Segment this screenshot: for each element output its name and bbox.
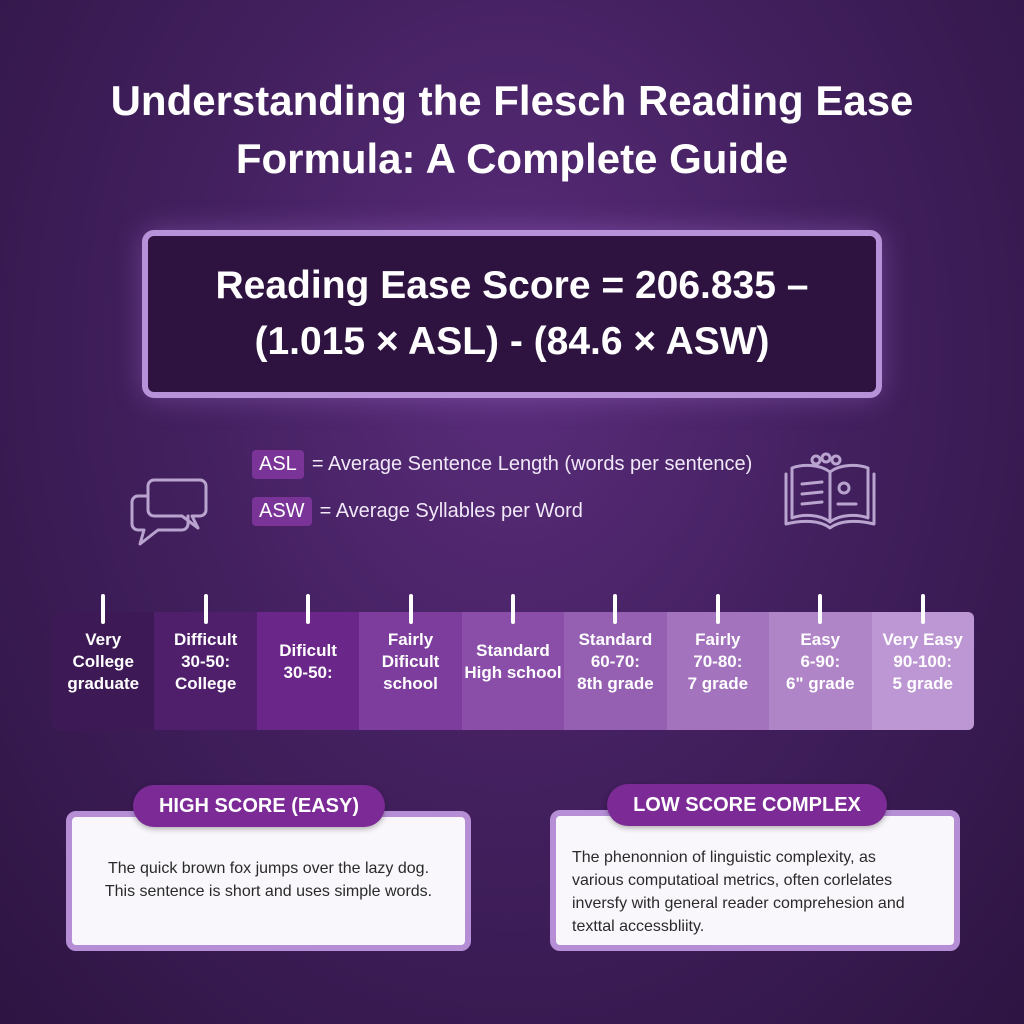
high-score-example-text: The quick brown fox jumps over the lazy …: [84, 857, 453, 903]
high-score-label: HIGH SCORE (EASY): [133, 785, 385, 827]
scale-tick: [408, 594, 413, 624]
scale-segment: Very Easy 90-100: 5 grade: [871, 612, 974, 730]
scale-tick-slot: [154, 594, 256, 626]
low-score-text-line-1: The phenonnion of linguistic complexity,…: [572, 849, 876, 866]
asw-definition-text: = Average Syllables per Word: [319, 500, 583, 522]
high-score-text-line-2: This sentence is short and uses simple w…: [104, 883, 433, 900]
scale-tick: [306, 594, 311, 624]
scale-segment-label-line: Standard: [578, 630, 653, 649]
low-score-text-line-2: various computatioal metrics, often corl…: [572, 872, 893, 889]
low-score-example-text: The phenonnion of linguistic complexity,…: [572, 846, 942, 938]
high-score-text-line-1: The quick brown fox jumps over the lazy …: [107, 860, 430, 877]
scale-segment: Fairly 70-80: 7 grade: [666, 612, 770, 730]
scale-segment-label-line: 30-50:: [283, 663, 333, 682]
scale-tick-slot: [564, 594, 666, 626]
scale-segment-label-line: 6-90:: [800, 652, 841, 671]
scale-segment-label-line: Difficult: [174, 630, 238, 649]
title-line-1: Understanding the Flesch Reading Ease: [110, 77, 914, 124]
scale-segment-label-line: school: [383, 674, 438, 693]
scale-segment-label-line: 60-70:: [590, 652, 640, 671]
scale-segment-label: Very Easy 90-100: 5 grade: [883, 629, 963, 695]
scale-segment-label-line: Dificult: [381, 652, 440, 671]
scale-segment-label: Easy 6-90: 6" grade: [786, 629, 855, 695]
scale-segment-label-line: Fairly: [387, 630, 434, 649]
scale-ticks: [52, 594, 974, 626]
scale-segment-label-line: Fairly: [695, 630, 741, 649]
scale-segment-label-line: College: [72, 652, 134, 671]
scale-tick: [613, 594, 618, 624]
scale-segment-label-line: Very: [85, 630, 122, 649]
scale-segment-label-line: Very Easy: [882, 630, 963, 649]
scale-segment-label: Fairly 70-80: 7 grade: [688, 629, 748, 695]
scale-segment-label-line: High school: [464, 663, 562, 682]
scale-segment-label-line: 6" grade: [786, 674, 855, 693]
formula-line-2: (1.015 × ASL) - (84.6 × ASW): [254, 320, 770, 363]
scale-segment-label-line: graduate: [67, 674, 140, 693]
scale-tick: [101, 594, 106, 624]
asl-abbr-badge: ASL: [252, 450, 304, 479]
scale-segment-label-line: 30-50:: [181, 652, 231, 671]
definition-asl: ASL = Average Sentence Length (words per…: [252, 450, 752, 479]
formula-line-1: Reading Ease Score = 206.835 –: [215, 264, 809, 307]
low-score-card: The phenonnion of linguistic complexity,…: [550, 810, 960, 951]
scale-segment-label-line: 7 grade: [687, 674, 749, 693]
scale-tick-slot: [769, 594, 871, 626]
scale-segment-label: Difficult 30-50: College: [174, 629, 237, 695]
scale-tick-slot: [667, 594, 769, 626]
definition-asw: ASW = Average Syllables per Word: [252, 497, 583, 526]
scale-tick-slot: [462, 594, 564, 626]
scale-segment-label-line: 70-80:: [693, 652, 743, 671]
chat-bubbles-icon: [130, 478, 208, 546]
scale-segment-label-line: Standard: [476, 641, 550, 660]
scale-segment-label-line: 90-100:: [893, 652, 953, 671]
asw-abbr-badge: ASW: [252, 497, 312, 526]
asl-definition-text: = Average Sentence Length (words per sen…: [311, 453, 753, 475]
scale-segment-label: Standard 60-70: 8th grade: [577, 629, 654, 695]
scale-segment-label-line: 8th grade: [577, 674, 654, 693]
scale-segment: Dificult 30-50:: [256, 612, 360, 730]
scale-tick-slot: [872, 594, 974, 626]
scale-tick: [510, 594, 515, 624]
scale-tick: [920, 594, 925, 624]
scale-tick-slot: [52, 594, 154, 626]
high-score-card: The quick brown fox jumps over the lazy …: [66, 811, 471, 951]
scale-tick: [715, 594, 720, 624]
scale-segment-label-line: Dificult: [279, 641, 337, 660]
scale-tick-slot: [257, 594, 359, 626]
scale-segment-label-line: 5 grade: [892, 674, 953, 693]
scale-tick: [818, 594, 823, 624]
scale-tick: [203, 594, 208, 624]
title-line-2: Formula: A Complete Guide: [235, 135, 789, 182]
low-score-text-line-3: inversfy with general reader comprehesio…: [572, 895, 905, 912]
page-title: Understanding the Flesch Reading Ease Fo…: [40, 72, 984, 188]
formula-box: Reading Ease Score = 206.835 – (1.015 × …: [142, 230, 882, 398]
low-score-label: LOW SCORE COMPLEX: [607, 784, 887, 826]
scale-segment: Difficult 30-50: College: [154, 612, 257, 730]
scale-segment-label-line: Easy: [800, 630, 841, 649]
scale-segment-label-line: College: [174, 674, 237, 693]
scale-segment-label: Dificult 30-50:: [279, 640, 337, 684]
open-book-icon: [784, 452, 876, 530]
scale-segment: Standard 60-70: 8th grade: [564, 612, 667, 730]
scale-tick-slot: [359, 594, 461, 626]
low-score-text-line-4: texttal accessbliity.: [572, 918, 705, 935]
scale-segment: Easy 6-90: 6" grade: [769, 612, 872, 730]
